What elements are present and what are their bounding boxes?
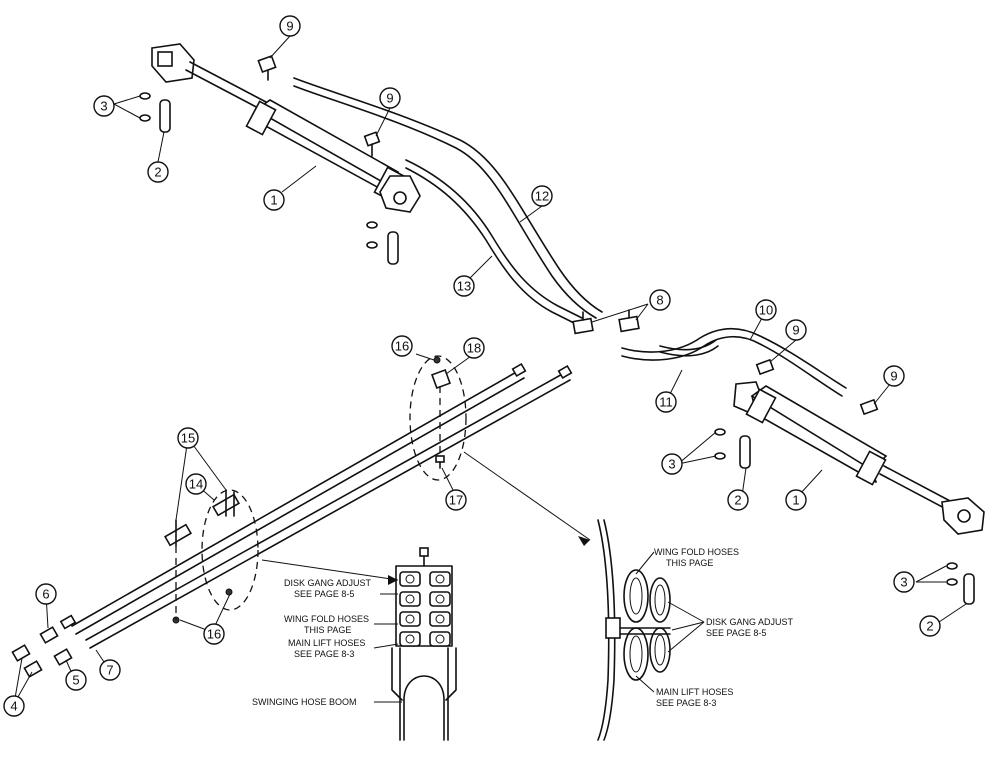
callout-3-upper-left: 3: [93, 95, 115, 117]
callout-8: 8: [649, 289, 671, 311]
cylinder-lower-right: [733, 358, 985, 535]
cylinder-upper-left: [151, 43, 421, 213]
fittings-4-5-6: [11, 614, 77, 678]
svg-text:17: 17: [449, 493, 463, 508]
callout-3-right: 3: [661, 453, 683, 475]
svg-text:7: 7: [106, 663, 113, 678]
callout-2-far-right: 2: [919, 615, 941, 637]
svg-text:16: 16: [395, 339, 409, 354]
label-right-main-lift-page: SEE PAGE 8-3: [656, 698, 716, 708]
callout-4: 4: [3, 695, 25, 717]
callout-12: 12: [531, 185, 553, 207]
callout-9-right-a: 9: [785, 319, 807, 341]
arrow-to-right-detail: [463, 451, 591, 541]
svg-text:4: 4: [10, 699, 17, 714]
label-disk-gang-adjust: DISK GANG ADJUST: [284, 578, 372, 588]
svg-text:2: 2: [926, 619, 933, 634]
label-right-wing-fold-page: THIS PAGE: [666, 558, 713, 568]
callout-16-lower: 16: [203, 623, 225, 645]
callout-9-top: 9: [279, 15, 301, 37]
label-right-disk-gang-adjust: DISK GANG ADJUST: [706, 617, 794, 627]
callout-2-right: 2: [727, 489, 749, 511]
svg-text:1: 1: [792, 493, 799, 508]
callout-11: 11: [655, 391, 677, 413]
detail-ellipse-right: [409, 355, 467, 481]
hoses-10-11: [621, 327, 847, 397]
callout-1-right: 1: [785, 489, 807, 511]
label-main-lift-page: SEE PAGE 8-3: [294, 649, 354, 659]
label-right-main-lift-hoses: MAIN LIFT HOSES: [656, 687, 733, 697]
hoses-12-13: [293, 77, 603, 325]
tee-fittings-8: [572, 309, 640, 335]
svg-text:2: 2: [154, 165, 161, 180]
callout-2-upper-left: 2: [147, 161, 169, 183]
callout-9-upper-cylinder: 9: [379, 87, 401, 109]
svg-text:3: 3: [100, 99, 107, 114]
svg-text:10: 10: [759, 303, 773, 318]
callout-17: 17: [445, 489, 467, 511]
clamps-14-15: [164, 489, 240, 547]
svg-text:9: 9: [792, 323, 799, 338]
callout-16-upper: 16: [391, 335, 413, 357]
label-wing-fold-hoses: WING FOLD HOSES: [284, 614, 369, 624]
svg-text:14: 14: [189, 477, 203, 492]
svg-text:9: 9: [286, 19, 293, 34]
detail-swinging-hose-boom: [373, 547, 457, 741]
svg-text:9: 9: [386, 91, 393, 106]
svg-text:11: 11: [659, 395, 673, 410]
tubes-7: [71, 362, 573, 649]
svg-text:18: 18: [467, 341, 481, 356]
callout-14: 14: [185, 473, 207, 495]
fitting-top-9: [257, 54, 277, 81]
callout-6: 6: [35, 583, 57, 605]
label-right-wing-fold-hoses: WING FOLD HOSES: [654, 547, 739, 557]
svg-text:3: 3: [668, 457, 675, 472]
callout-18: 18: [463, 337, 485, 359]
label-main-lift-hoses: MAIN LIFT HOSES: [288, 638, 365, 648]
svg-text:3: 3: [900, 575, 907, 590]
svg-text:12: 12: [535, 189, 549, 204]
callout-15: 15: [177, 427, 199, 449]
label-wing-fold-page: THIS PAGE: [304, 625, 351, 635]
callout-10: 10: [755, 299, 777, 321]
detail-ellipse-left: [201, 489, 259, 611]
pin-and-washers-lower-right: [714, 428, 975, 605]
callout-3-far-right: 3: [893, 571, 915, 593]
svg-text:1: 1: [270, 193, 277, 208]
svg-text:13: 13: [457, 279, 471, 294]
label-disk-gang-page: SEE PAGE 8-5: [294, 589, 354, 599]
svg-text:16: 16: [207, 627, 221, 642]
svg-text:5: 5: [72, 673, 79, 688]
callout-1-upper-left: 1: [263, 189, 285, 211]
callout-9-right-b: 9: [883, 365, 905, 387]
svg-text:9: 9: [890, 369, 897, 384]
svg-text:2: 2: [734, 493, 741, 508]
callout-13: 13: [453, 275, 475, 297]
arrow-to-left-detail: [261, 559, 399, 581]
svg-text:15: 15: [181, 431, 195, 446]
svg-text:8: 8: [656, 293, 663, 308]
callout-7: 7: [99, 659, 121, 681]
callout-leaders: [13, 35, 967, 705]
svg-text:6: 6: [42, 587, 49, 602]
callout-5: 5: [65, 669, 87, 691]
label-right-disk-gang-page: SEE PAGE 8-5: [706, 628, 766, 638]
label-swinging-hose-boom: SWINGING HOSE BOOM: [252, 697, 357, 707]
detail-hose-loops: [597, 519, 705, 741]
